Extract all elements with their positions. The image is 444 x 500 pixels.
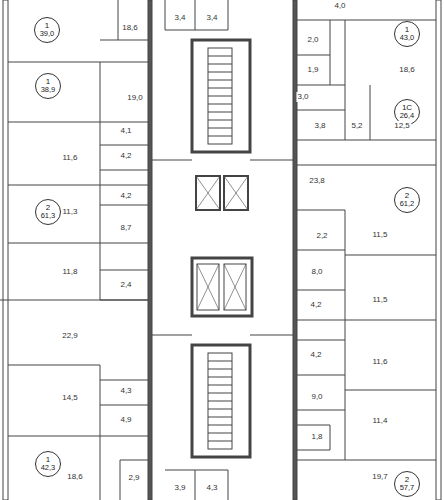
room-area: 1,9 <box>306 65 319 75</box>
apartment-area: 61,2 <box>400 200 415 208</box>
room-area: 3,4 <box>173 13 186 23</box>
room-area: 4,9 <box>119 415 132 425</box>
apartment-area: 61,3 <box>41 212 56 220</box>
room-area: 19,7 <box>371 472 389 482</box>
room-area: 11,4 <box>372 416 389 426</box>
apartment-badge: 257,7 <box>394 471 420 497</box>
apartment-badge: 261,2 <box>394 187 420 213</box>
apartment-area: 43,0 <box>400 34 415 42</box>
room-area: 11,3 <box>62 207 79 217</box>
room-area: 4,3 <box>119 386 132 396</box>
apartment-area: 26,4 <box>400 112 415 120</box>
room-area: 5,2 <box>350 121 363 131</box>
apartment-type: 2 <box>405 192 409 200</box>
room-area: 9,0 <box>310 392 323 402</box>
apartment-badge: 261,3 <box>35 199 61 225</box>
apartment-type: 2 <box>405 476 409 484</box>
apartment-type: 2 <box>46 204 50 212</box>
room-area: 11,8 <box>62 267 79 277</box>
room-area: 4,2 <box>309 300 322 310</box>
room-area: 3,4 <box>205 13 218 23</box>
room-area: 18,6 <box>398 65 416 75</box>
room-area: 3,8 <box>313 121 326 131</box>
room-area: 3,0 <box>296 92 309 102</box>
room-area: 4,2 <box>119 191 132 201</box>
apartment-type: 1 <box>405 26 409 34</box>
room-area: 4,0 <box>333 1 346 11</box>
apartment-area: 42,3 <box>41 464 56 472</box>
apartment-area: 57,7 <box>400 484 415 492</box>
room-area: 4,3 <box>205 483 218 493</box>
room-area: 1,8 <box>310 432 323 442</box>
apartment-type: 1 <box>45 22 49 30</box>
room-area: 23,8 <box>308 176 326 186</box>
room-area: 2,0 <box>306 35 319 45</box>
room-area: 18,6 <box>121 23 139 33</box>
apartment-badge: 142,3 <box>35 451 61 477</box>
room-area: 4,1 <box>119 126 132 136</box>
room-area: 3,9 <box>173 483 186 493</box>
room-area: 2,9 <box>127 473 140 483</box>
apartment-badge: 138,9 <box>35 73 61 99</box>
room-area: 4,2 <box>309 350 322 360</box>
apartment-area: 38,9 <box>41 86 56 94</box>
room-area: 18,6 <box>66 472 84 482</box>
room-area: 11,6 <box>372 357 389 367</box>
room-area: 2,4 <box>119 280 132 290</box>
apartment-badge: 143,0 <box>394 21 420 47</box>
room-area: 11,6 <box>62 153 79 163</box>
room-area: 2,2 <box>315 231 328 241</box>
apartment-type: 1 <box>46 456 50 464</box>
room-area: 11,5 <box>372 230 389 240</box>
room-area: 14,5 <box>61 393 79 403</box>
room-area: 12,5 <box>393 121 411 131</box>
room-area: 19,0 <box>126 93 144 103</box>
apartment-type: 1 <box>46 78 50 86</box>
room-area: 11,5 <box>372 295 389 305</box>
room-area: 4,2 <box>119 151 132 161</box>
room-area: 8,7 <box>119 223 132 233</box>
apartment-type: 1С <box>402 104 412 112</box>
apartment-area: 39,0 <box>40 30 55 38</box>
apartment-badge: 139,0 <box>34 17 60 43</box>
room-area: 22,9 <box>61 331 79 341</box>
room-area: 8,0 <box>310 267 323 277</box>
